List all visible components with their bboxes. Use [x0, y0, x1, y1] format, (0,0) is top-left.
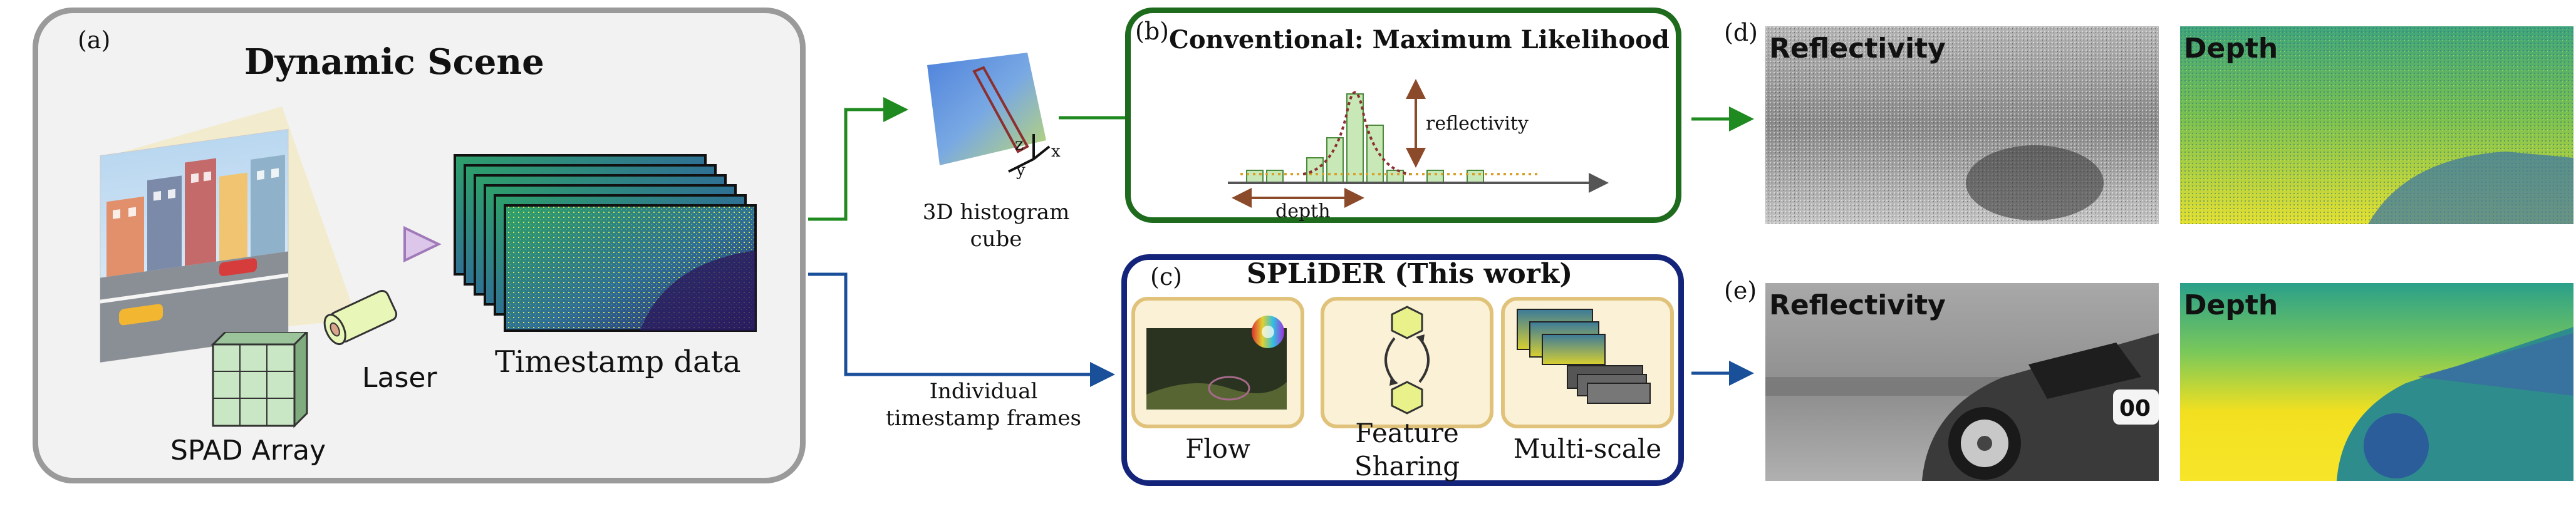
play-triangle-icon — [403, 225, 442, 263]
reflectivity-annotation: reflectivity — [1426, 113, 1529, 135]
histogram-cube-caption-line1: 3D histogram — [922, 200, 1070, 225]
spider-depth-image — [2180, 283, 2573, 481]
feature-sharing-label-line1: Feature — [1355, 418, 1459, 448]
panel-a-tag: (a) — [78, 26, 111, 54]
panel-e-tag: (e) — [1724, 277, 1757, 304]
flow-card — [1131, 297, 1304, 428]
panel-e-depth-label: Depth — [2184, 289, 2278, 321]
individual-frames-caption: Individual timestamp frames — [865, 378, 1103, 431]
histogram-cube-3d: z x y — [927, 53, 1061, 180]
spad-array-label: SPAD Array — [170, 435, 326, 467]
spider-reflectivity-image: 00 — [1765, 283, 2159, 481]
panel-d-reflectivity-label: Reflectivity — [1769, 33, 1946, 64]
cube-axis-x: x — [1051, 142, 1061, 161]
depth-annotation: depth — [1275, 200, 1331, 222]
histogram-plot — [1228, 79, 1609, 208]
cube-axis-z: z — [1015, 135, 1024, 154]
street-scene-illustration — [100, 106, 357, 363]
timestamp-data-label: Timestamp data — [495, 344, 741, 379]
cube-axis-y: y — [1015, 161, 1026, 180]
laser-device — [323, 290, 398, 346]
histogram-cube-caption-line2: cube — [970, 226, 1022, 252]
ml-depth-image — [2180, 26, 2573, 224]
frames-caption-line2: timestamp frames — [885, 405, 1081, 431]
spad-array-icon — [210, 332, 309, 428]
panel-c-tag: (c) — [1150, 263, 1182, 291]
feature-sharing-card — [1321, 297, 1493, 428]
panel-d-depth-label: Depth — [2184, 33, 2278, 64]
panel-e-reflectivity-label: Reflectivity — [1769, 289, 1946, 321]
histogram-cube-caption: 3D histogram cube — [908, 199, 1084, 252]
flow-label: Flow — [1185, 433, 1250, 464]
multi-scale-card — [1501, 297, 1674, 428]
panel-b-title: Conventional: Maximum Likelihood — [1169, 25, 1670, 54]
panel-b-tag: (b) — [1135, 18, 1169, 45]
multi-scale-icon — [1517, 309, 1651, 404]
feature-sharing-icon — [1384, 306, 1430, 415]
timestamp-frames-stack — [454, 154, 757, 332]
panel-c-title: SPLiDER (This work) — [1247, 258, 1573, 290]
frames-caption-line1: Individual — [929, 379, 1038, 404]
laser-label: Laser — [362, 362, 437, 394]
flow-visualization — [1146, 316, 1287, 410]
panel-a-title: Dynamic Scene — [244, 41, 544, 83]
ml-reflectivity-image — [1765, 26, 2159, 224]
panel-d-tag: (d) — [1724, 19, 1758, 46]
feature-sharing-label: Feature Sharing — [1321, 417, 1493, 483]
car-number-text: 00 — [2119, 396, 2151, 421]
multi-scale-label: Multi-scale — [1513, 433, 1662, 464]
feature-sharing-label-line2: Sharing — [1354, 450, 1460, 482]
